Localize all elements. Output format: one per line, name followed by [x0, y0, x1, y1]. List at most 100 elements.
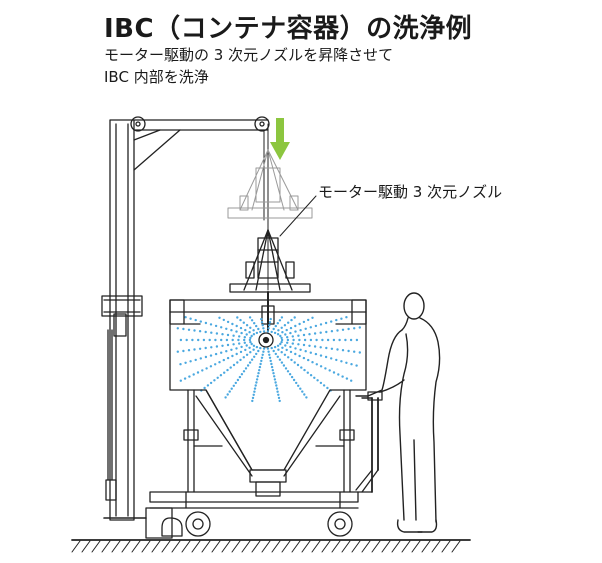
spray-dot [345, 316, 348, 319]
spray-dot [279, 334, 282, 338]
spray-dot [255, 324, 258, 328]
spray-dot [353, 327, 356, 330]
spray-dot [249, 336, 252, 340]
spray-dot [216, 376, 219, 379]
spray-dot [286, 338, 290, 342]
spray-dot [350, 363, 353, 366]
spray-dot [221, 344, 224, 347]
spray-dot [214, 338, 217, 342]
spray-dot [249, 351, 252, 354]
spray-dot [244, 367, 248, 370]
spray-dot [252, 333, 256, 336]
spray-dot [179, 338, 183, 342]
spray-dot [275, 387, 279, 390]
spray-dot [260, 356, 264, 359]
spray-dot [277, 329, 280, 332]
spray-dot [259, 346, 262, 350]
spray-dot [259, 362, 262, 366]
spray-dot [215, 332, 219, 335]
spray-dot [315, 338, 318, 342]
spray-dot [191, 338, 194, 342]
spray-dot [225, 327, 228, 330]
spray-dot [291, 335, 294, 338]
spray-dot [272, 349, 275, 353]
spray-dot [284, 367, 288, 370]
spray-dot [281, 331, 284, 334]
spray-dot [242, 321, 245, 324]
spray-dot [209, 381, 213, 385]
spray-dot [226, 356, 230, 360]
spray-dot [259, 330, 262, 334]
spray-dot [255, 345, 259, 349]
spray-dot [277, 348, 280, 351]
spray-dot [244, 328, 247, 332]
wheel-left-icon [185, 511, 211, 537]
spray-dot [287, 356, 290, 359]
spray-dot [251, 399, 254, 403]
spray-dot [298, 322, 301, 326]
spray-dot [242, 356, 245, 359]
ibc-container [169, 299, 367, 497]
spray-dot [274, 324, 277, 328]
spray-dot [258, 365, 262, 369]
spray-dot [303, 393, 306, 396]
spray-dot [319, 331, 322, 334]
spray-dot [250, 342, 253, 346]
spray-dot [238, 335, 241, 338]
spray-dot [257, 327, 260, 331]
spray-dot [353, 350, 356, 353]
spray-dot [303, 368, 306, 372]
spray-dot [349, 338, 353, 342]
spray-dot [297, 334, 300, 337]
spray-dot [269, 317, 272, 321]
spray-dot [316, 379, 319, 382]
spray-dot [301, 390, 304, 393]
spray-dot [261, 353, 264, 356]
spray-dot [201, 369, 204, 372]
spray-dot [313, 332, 317, 335]
spray-dot [258, 369, 261, 372]
lift-column [101, 119, 173, 539]
spray-dot [205, 367, 208, 370]
spray-dot [307, 318, 310, 322]
spray-dot [280, 326, 283, 329]
spray-dot [297, 384, 300, 387]
spray-dot [238, 375, 242, 379]
spray-dot [319, 354, 323, 357]
spray-dot [267, 327, 270, 330]
spray-dot [206, 384, 210, 387]
page-title: IBC（コンテナ容器）の洗浄例 [104, 14, 473, 44]
spray-dot [268, 353, 271, 356]
spray-dot [179, 379, 182, 382]
spray-dot [226, 333, 230, 337]
spray-dot [291, 342, 294, 345]
spray-dot [285, 348, 288, 352]
spray-dot [285, 328, 288, 332]
spray-dot [253, 322, 256, 325]
spray-dot [236, 316, 239, 319]
spray-dot [304, 350, 307, 353]
spray-dot [260, 317, 263, 321]
spray-dot [280, 338, 284, 342]
spray-dot [289, 326, 293, 330]
spray-dot [276, 322, 279, 325]
spray-dot [284, 344, 287, 347]
spray-dot [199, 357, 202, 360]
spray-dot [277, 393, 280, 396]
spray-dot [341, 349, 345, 352]
spray-dot [260, 321, 264, 324]
spray-dot [220, 326, 223, 329]
spray-dot [270, 362, 273, 366]
spray-dot [245, 333, 248, 336]
spray-dot [308, 344, 311, 347]
spray-dot [226, 393, 229, 396]
spray-dot [286, 336, 289, 339]
spray-dot [358, 351, 361, 354]
spray-dot [254, 384, 257, 387]
spray-dot [249, 326, 252, 329]
spray-dot [235, 330, 238, 333]
spray-dot [290, 358, 293, 362]
spray-dot [272, 372, 275, 375]
spray-dot [198, 330, 202, 333]
spray-dot [222, 318, 225, 322]
